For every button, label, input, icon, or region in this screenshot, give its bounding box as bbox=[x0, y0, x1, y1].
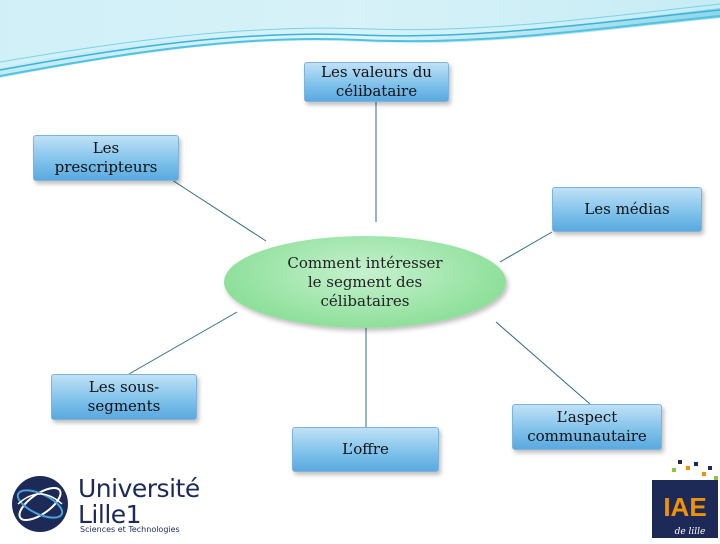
universite-line1: Université bbox=[78, 474, 200, 503]
iae-signature: de lille bbox=[675, 527, 706, 537]
node-sous-segments: Les sous-segments bbox=[51, 374, 197, 420]
node-valeurs-line2: célibataire bbox=[336, 82, 417, 100]
connector-communautaire bbox=[496, 322, 590, 404]
node-communautaire-line2: communautaire bbox=[527, 427, 647, 445]
node-sous-segments-line2: segments bbox=[88, 397, 161, 415]
center-line3: célibataires bbox=[321, 292, 410, 310]
iae-emblem: IAE de lille bbox=[650, 458, 720, 540]
center-line1: Comment intéresser bbox=[287, 254, 442, 272]
node-medias: Les médias bbox=[552, 187, 702, 232]
node-communautaire-line1: L’aspect bbox=[557, 408, 618, 426]
node-offre-line1: L’offre bbox=[342, 440, 389, 459]
universite-subtitle: Sciences et Technologies bbox=[80, 525, 180, 534]
node-sous-segments-line1: Les sous- bbox=[89, 378, 159, 396]
node-medias-line1: Les médias bbox=[584, 200, 669, 219]
center-line2: le segment des bbox=[308, 273, 422, 291]
globe-icon bbox=[10, 474, 70, 534]
node-prescripteurs-line2: prescripteurs bbox=[55, 158, 158, 176]
node-prescripteurs-line1: Les bbox=[93, 139, 120, 157]
connector-medias bbox=[500, 232, 552, 262]
connector-prescripteurs bbox=[172, 180, 266, 241]
iae-logo: IAE de lille bbox=[650, 458, 720, 540]
iae-text: IAE bbox=[663, 492, 706, 522]
connector-sous-segments bbox=[129, 312, 237, 374]
node-valeurs-line1: Les valeurs du bbox=[321, 63, 432, 81]
node-offre: L’offre bbox=[292, 427, 439, 472]
